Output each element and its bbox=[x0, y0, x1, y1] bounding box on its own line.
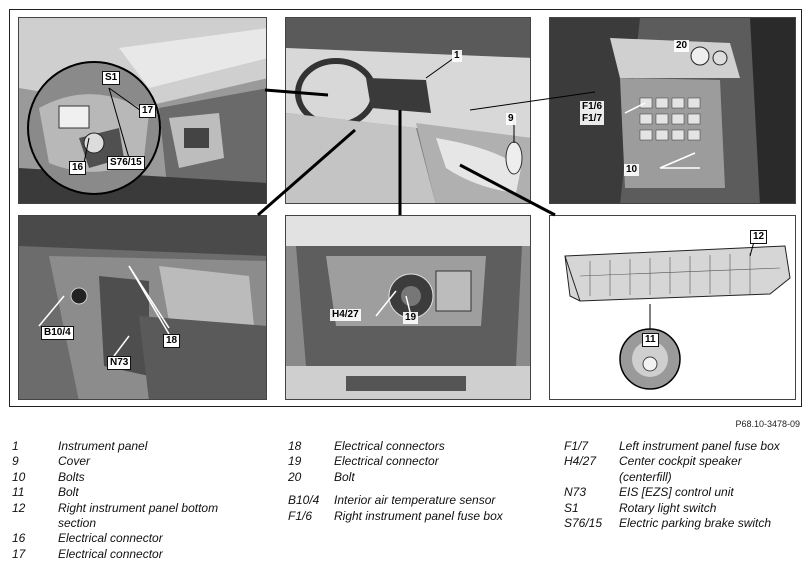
label-16: 16 bbox=[69, 161, 87, 175]
label-9: 9 bbox=[506, 113, 516, 125]
legend-item: section bbox=[58, 515, 97, 530]
label-18: 18 bbox=[163, 334, 181, 348]
label-10: 10 bbox=[624, 164, 640, 176]
label-h4-27: H4/27 bbox=[330, 309, 361, 321]
diagram-frame: S1 17 16 S76/15 1 9 bbox=[9, 9, 802, 407]
photo-center-speaker bbox=[286, 216, 530, 399]
label-f1-7: F1/7 bbox=[580, 113, 605, 125]
legend-item: (centerfill) bbox=[619, 469, 672, 484]
panel-bottom-section: 12 11 bbox=[549, 215, 796, 400]
panel-eis-unit: B10/4 18 N73 bbox=[18, 215, 267, 400]
label-17: 17 bbox=[139, 104, 157, 118]
label-11: 11 bbox=[642, 333, 659, 347]
figure-reference: P68.10-3478-09 bbox=[735, 419, 800, 429]
photo-eis-unit bbox=[19, 216, 266, 399]
label-s1: S1 bbox=[102, 71, 121, 85]
label-f1-6: F1/6 bbox=[580, 101, 605, 113]
label-20: 20 bbox=[674, 40, 690, 52]
panel-light-switch: S1 17 16 S76/15 bbox=[18, 17, 267, 204]
panel-center-speaker: H4/27 19 bbox=[285, 215, 531, 400]
photo-cockpit bbox=[286, 18, 530, 203]
label-1: 1 bbox=[452, 50, 462, 62]
label-b10-4: B10/4 bbox=[41, 326, 74, 340]
label-s76-15: S76/15 bbox=[107, 156, 145, 170]
label-n73: N73 bbox=[107, 356, 132, 370]
label-12: 12 bbox=[750, 230, 768, 244]
panel-cockpit-overview: 1 9 bbox=[285, 17, 531, 204]
drawing-bottom-section bbox=[550, 216, 795, 399]
label-19: 19 bbox=[403, 312, 419, 324]
panel-fuse-box: 20 F1/6 F1/7 10 bbox=[549, 17, 796, 204]
